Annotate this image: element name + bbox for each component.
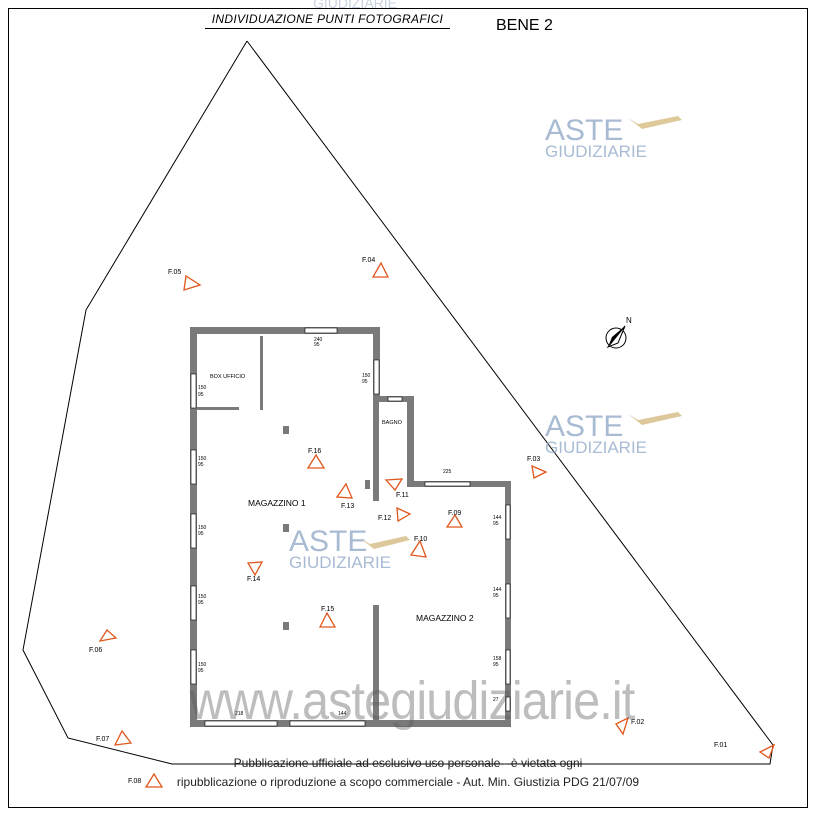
window-label: 95: [314, 342, 320, 348]
window-label: 150: [198, 594, 207, 600]
footer-line-1: Pubblicazione ufficiale ad esclusivo uso…: [233, 756, 583, 770]
bene-label: BENE 2: [496, 17, 553, 34]
top-watermark: GIUDIZIARIE: [313, 0, 397, 11]
window-dimensions: 150 95 150 95 150 95 150 95 150 95 150 9…: [198, 337, 502, 717]
watermark-aste-text: ASTE: [545, 410, 623, 443]
photo-point-label: F.06: [89, 647, 102, 654]
window-label: 218: [235, 711, 244, 717]
drawing-title: INDIVIDUAZIONE PUNTI FOTOGRAFICI: [205, 12, 450, 29]
watermark-giudiziarie-text: GIUDIZIARIE: [545, 142, 647, 161]
site-boundary: [22, 40, 774, 765]
window-label: 95: [493, 662, 499, 668]
window-label: 158: [493, 656, 502, 662]
photo-point-label: F.03: [527, 456, 540, 463]
window-label: 27: [493, 697, 499, 703]
camera-marker-icon: [246, 561, 264, 577]
window-label: 150: [198, 456, 207, 462]
photo-point-label: F.04: [362, 257, 375, 264]
photo-point-label: F.07: [96, 736, 109, 743]
window-label: 95: [493, 521, 499, 527]
window-label: 95: [198, 600, 204, 606]
footer-line-2: ripubblicazione o riproduzione a scopo c…: [176, 775, 640, 789]
camera-marker-icon: [445, 513, 464, 528]
camera-marker-icon: [371, 261, 390, 278]
window-label: 95: [493, 593, 499, 599]
url-watermark: www.astegiudiziarie.it: [189, 671, 636, 731]
room-label-box-ufficio: BOX UFFICIO: [210, 374, 246, 380]
drawing-frame: [8, 8, 808, 808]
photo-point-label: F.10: [414, 536, 427, 543]
camera-marker-icon: [396, 506, 412, 523]
watermark-aste-text: ASTE: [289, 525, 367, 558]
camera-marker-icon: [384, 478, 404, 492]
photo-point-label: F.05: [168, 269, 181, 276]
window-label: 95: [198, 531, 204, 537]
watermark-aste-1: ASTE GIUDIZIARIE: [545, 114, 682, 161]
watermark-giudiziarie-text: GIUDIZIARIE: [289, 553, 391, 572]
photo-points: F.01 F.02 F.03 F.04 F.05 F.06 F.07 F.08 …: [89, 257, 776, 788]
photo-point-label: F.09: [448, 510, 461, 517]
window-label: 95: [198, 392, 204, 398]
watermark-aste-text: ASTE: [545, 114, 623, 147]
room-label-magazzino-2: MAGAZZINO 2: [416, 613, 474, 623]
north-arrow-icon: N: [605, 316, 632, 349]
camera-marker-icon: [531, 464, 548, 479]
camera-marker-icon: [318, 611, 337, 628]
room-label-magazzino-1: MAGAZZINO 1: [248, 498, 306, 508]
window-label: 95: [362, 379, 368, 385]
camera-marker-icon: [615, 716, 630, 736]
window-label: 240: [314, 337, 323, 343]
window-label: 144: [338, 711, 347, 717]
north-label: N: [626, 316, 632, 325]
camera-marker-icon: [113, 729, 133, 746]
photo-point-label: F.12: [378, 515, 391, 522]
watermark-giudiziarie-text: GIUDIZIARIE: [545, 438, 647, 457]
room-label-bagno: BAGNO: [382, 420, 403, 426]
window-label: 144: [493, 587, 502, 593]
camera-marker-icon: [409, 539, 427, 558]
photo-point-label: F.16: [308, 448, 321, 455]
window-label: 150: [198, 525, 207, 531]
window-label: 144: [493, 515, 502, 521]
window-label: 150: [362, 373, 371, 379]
window-label: 95: [198, 668, 204, 674]
camera-marker-icon: [144, 772, 164, 788]
photo-point-label: F.08: [128, 778, 141, 785]
window-label: 150: [198, 662, 207, 668]
window-label: 225: [443, 469, 452, 475]
camera-marker-icon: [98, 629, 118, 642]
photo-point-label: F.02: [631, 719, 644, 726]
photo-point-label: F.01: [714, 742, 727, 749]
camera-marker-icon: [183, 274, 202, 291]
camera-marker-icon: [758, 743, 776, 759]
window-label: 150: [198, 385, 207, 391]
camera-marker-icon: [306, 453, 326, 469]
camera-marker-icon: [335, 482, 354, 499]
windows: [190, 327, 511, 727]
photo-point-label: F.15: [321, 606, 334, 613]
photo-point-label: F.14: [247, 576, 260, 583]
watermark-aste-3: ASTE GIUDIZIARIE: [289, 525, 410, 572]
photo-point-label: F.11: [396, 492, 409, 499]
watermark-aste-2: ASTE GIUDIZIARIE: [545, 410, 682, 457]
photo-point-label: F.13: [341, 503, 354, 510]
window-label: 95: [198, 462, 204, 468]
